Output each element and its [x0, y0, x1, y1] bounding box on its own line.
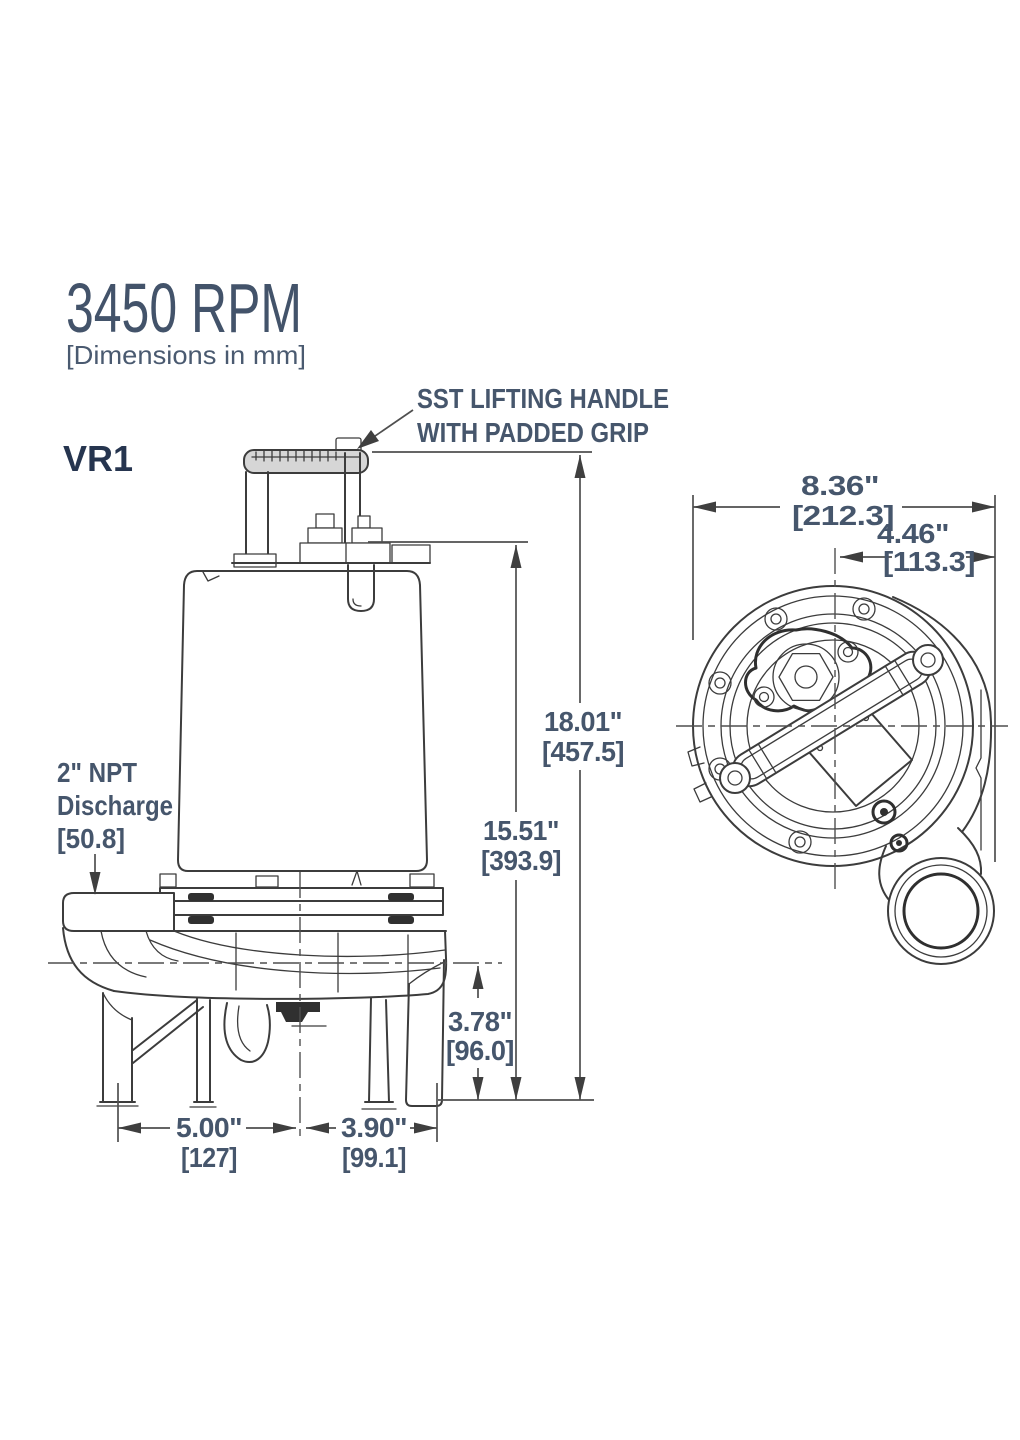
scroll-casing	[687, 596, 995, 965]
motor-housing	[177, 570, 428, 872]
flange-bolts	[708, 597, 909, 854]
dim-half-width-in: 4.46"	[877, 518, 949, 549]
power-cord	[347, 564, 375, 612]
dim-width-in: 8.36"	[801, 470, 879, 501]
top-view	[676, 548, 1008, 965]
handle-bar-top	[719, 644, 944, 794]
dimension-annotations: 18.01" [457.5] 15.51" [393.9] 3.78" [96.…	[48, 383, 996, 1173]
dim-cap-height-mm: [393.9]	[481, 845, 561, 876]
seal-plate	[157, 870, 447, 932]
legs	[96, 959, 445, 1110]
front-view	[62, 437, 448, 1110]
discharge-callout-line1: 2" NPT	[57, 757, 137, 788]
discharge-callout-line3: [50.8]	[57, 823, 125, 854]
volute-casing	[62, 892, 448, 1000]
motor-cap	[231, 513, 431, 564]
dim-base-right-mm: [99.1]	[342, 1142, 406, 1173]
discharge-callout-line2: Discharge	[57, 790, 173, 821]
dim-suction-height-mm: [96.0]	[446, 1035, 514, 1066]
dim-overall-height-mm: [457.5]	[542, 736, 624, 767]
model-label: VR1	[63, 438, 133, 479]
dim-half-width-mm: [113.3]	[883, 546, 975, 577]
lifting-handle-callout-line2: WITH PADDED GRIP	[417, 417, 649, 448]
impeller-nut-plate	[744, 627, 873, 714]
dimensions-note: [Dimensions in mm]	[66, 340, 306, 370]
page-title: 3450 RPM	[66, 269, 302, 347]
dim-cap-height-in: 15.51"	[483, 815, 559, 846]
dim-base-left-mm: [127]	[181, 1142, 237, 1173]
lifting-handle-callout-line1: SST LIFTING HANDLE	[417, 383, 669, 414]
dim-base-left-in: 5.00"	[176, 1112, 242, 1143]
dim-overall-height-in: 18.01"	[544, 706, 622, 737]
dim-base-right-in: 3.90"	[341, 1112, 407, 1143]
dim-width-mm: [212.3]	[792, 500, 894, 531]
dim-suction-height-in: 3.78"	[448, 1006, 512, 1037]
